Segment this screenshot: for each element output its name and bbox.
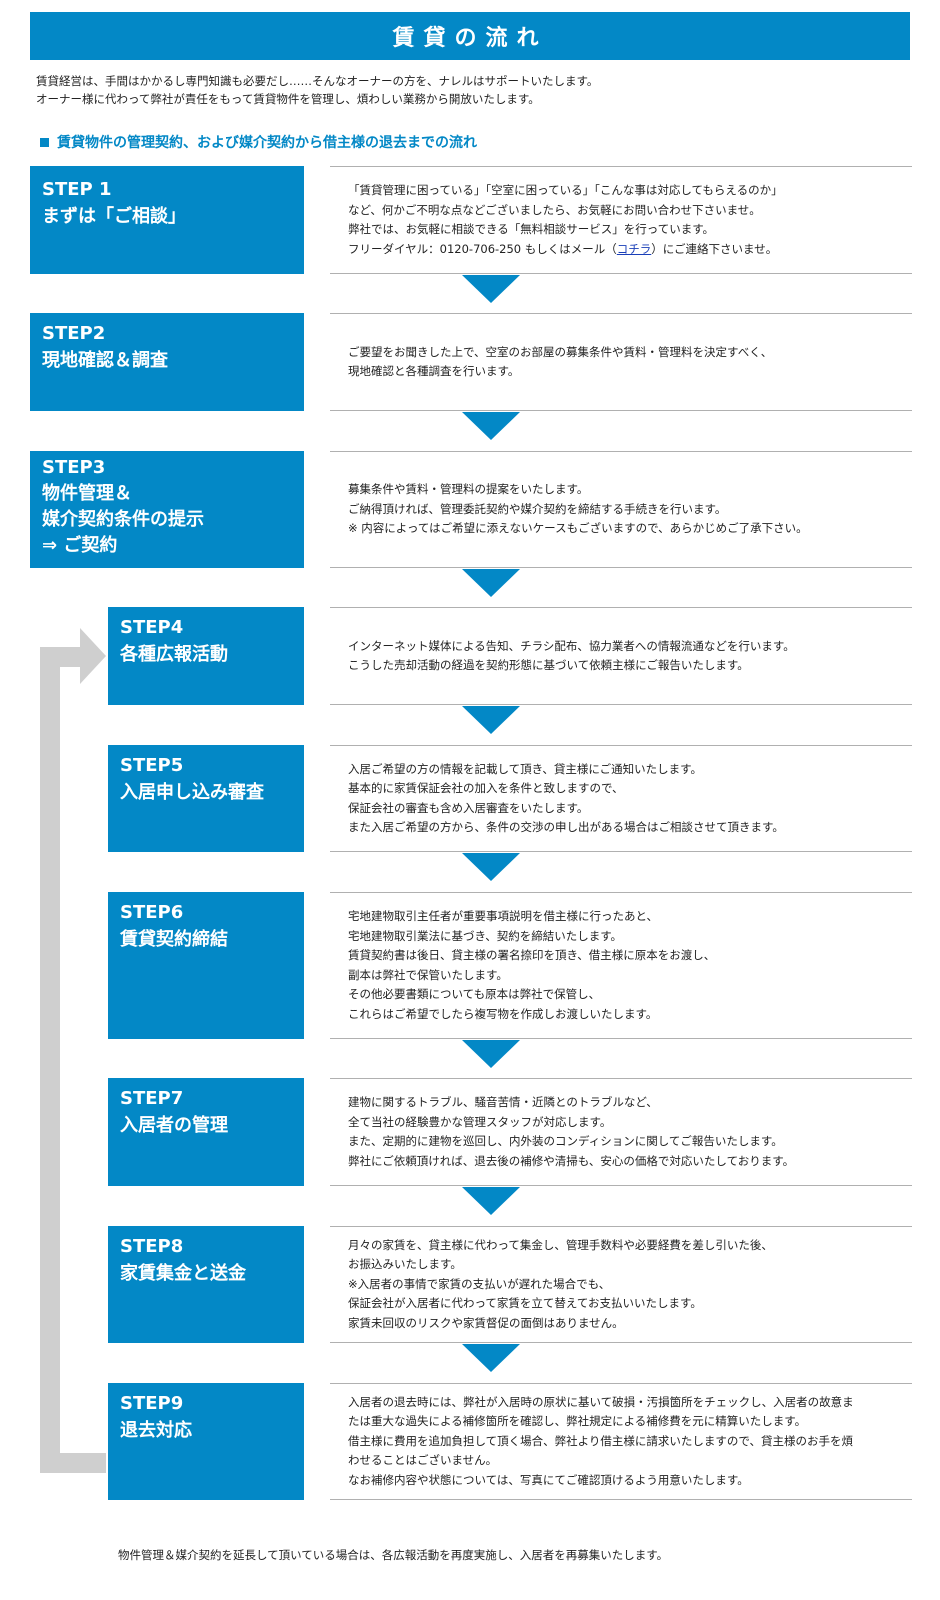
footer-note: 物件管理＆媒介契約を延長して頂いている場合は、各広報活動を再度実施し、入居者を再… [118,1548,669,1562]
desc-line: 「賃貸管理に困っている」「空室に困っている」「こんな事は対応してもらえるのか」 [348,183,783,197]
step-title: 入居申し込み審査 [120,782,264,803]
step-7-description: 建物に関するトラブル、騒音苦情・近隣とのトラブルなど、 全て当社の経験豊かな管理… [330,1078,912,1186]
down-arrow-icon [462,275,520,303]
desc-line: 建物に関するトラブル、騒音苦情・近隣とのトラブルなど、 [348,1095,658,1109]
step-title-line: 物件管理＆ [42,483,132,504]
desc-line: インターネット媒体による告知、チラシ配布、協力業者への情報流通などを行います。 [348,638,795,653]
desc-line: こうした売却活動の経過を契約形態に基づいて依頼主様にご報告いたします。 [348,658,749,672]
step-title-line: ⇒ ご契約 [42,535,118,556]
step-6-description: 宅地建物取引主任者が重要事項説明を借主様に行ったあと、 宅地建物取引業法に基づき… [330,892,912,1039]
step-4-box: STEP4 各種広報活動 [108,607,304,705]
square-bullet-icon [40,137,49,147]
desc-line: 入居ご希望の方の情報を記載して頂き、貸主様にご通知いたします。 [348,761,702,776]
section-heading: 賃貸物件の管理契約、および媒介契約から借主様の退去までの流れ [40,132,477,152]
desc-line: など、何かご不明な点などございましたら、お気軽にお問い合わせ下さいませ。 [348,202,761,217]
intro-line: 賃貸経営は、手間はかかるし専門知識も必要だし……そんなオーナーの方を、ナレルはサ… [36,74,599,88]
down-arrow-icon [462,706,520,734]
desc-line: その他必要書類についても原本は弊社で保管し、 [348,987,601,1001]
down-arrow-icon [462,569,520,597]
loop-arrow-bottom [40,1453,106,1473]
intro-text: 賃貸経営は、手間はかかるし専門知識も必要だし……そんなオーナーの方を、ナレルはサ… [36,72,598,108]
step-title: 家賃集金と送金 [120,1263,246,1284]
step-number: STEP9 [120,1393,184,1414]
desc-line: お振込みいたします。 [348,1257,462,1272]
desc-line: これらはご希望でしたら複写物を作成しお渡しいたします。 [348,1006,658,1021]
step-title: 入居者の管理 [120,1115,228,1136]
down-arrow-icon [462,853,520,881]
section-heading-text: 賃貸物件の管理契約、および媒介契約から借主様の退去までの流れ [57,135,477,151]
step-number: STEP4 [120,617,184,638]
step-9-description: 入居者の退去時には、弊社が入居時の原状に基いて破損・汚損箇所をチェックし、入居者… [330,1383,912,1500]
step-1-description: 「賃貸管理に困っている」「空室に困っている」「こんな事は対応してもらえるのか」 … [330,166,912,274]
desc-line: また、定期的に建物を巡回し、内外装のコンディションに関してご報告いたします。 [348,1134,783,1148]
step-title: まずは「ご相談」 [42,206,186,227]
step-5-box: STEP5 入居申し込み審査 [108,745,304,852]
desc-line: 借主様に費用を追加負担して頂く場合、弊社より借主様に請求いたしますので、貸主様の… [348,1433,853,1448]
step-title-line: 媒介契約条件の提示 [42,509,204,530]
desc-line: ご要望をお聞きした上で、空室のお部屋の募集条件や賃料・管理料を決定すべく、 [348,344,773,359]
desc-line: ※ 内容によってはご希望に添えないケースもございますので、あらかじめご了承下さい… [348,521,808,536]
intro-line: オーナー様に代わって弊社が責任をもって賃貸物件を管理し、煩わしい業務から開放いた… [36,92,540,106]
down-arrow-icon [462,412,520,440]
loop-arrow-vertical [40,647,60,1473]
step-2-description: ご要望をお聞きした上で、空室のお部屋の募集条件や賃料・管理料を決定すべく、 現地… [330,313,912,411]
step-number: STEP2 [42,323,106,344]
step-title: 退去対応 [120,1420,192,1441]
step-number: STEP 1 [42,179,112,200]
desc-line: たは重大な過失による補修箇所を確認し、弊社規定による補修費を元に精算いたします。 [348,1414,807,1429]
desc-line: 募集条件や賃料・管理料の提案をいたします。 [348,482,589,497]
step-number: STEP6 [120,902,184,923]
desc-line: 現地確認と各種調査を行います。 [348,364,520,378]
desc-line: 宅地建物取引主任者が重要事項説明を借主様に行ったあと、 [348,909,659,923]
step-8-description: 月々の家賃を、貸主様に代わって集金し、管理手数料や必要経費を差し引いた後、 お振… [330,1226,912,1343]
desc-line: わせることはございません。 [348,1453,498,1468]
down-arrow-icon [462,1040,520,1068]
desc-line: ご納得頂ければ、管理委託契約や媒介契約を締結する手続きを行います。 [348,501,727,516]
loop-arrow-top [40,647,90,667]
step-6-box: STEP6 賃貸契約締結 [108,892,304,1039]
step-5-description: 入居ご希望の方の情報を記載して頂き、貸主様にご通知いたします。 基本的に家賃保証… [330,745,912,852]
step-number: STEP5 [120,755,184,776]
desc-line: なお補修内容や状態については、写真にてご確認頂けるよう用意いたします。 [348,1472,749,1487]
desc-line: ※入居者の事情で家賃の支払いが遅れた場合でも、 [348,1276,611,1291]
step-1-box: STEP 1 まずは「ご相談」 [30,166,304,274]
desc-line: 賃貸契約書は後日、貸主様の署名捺印を頂き、借主様に原本をお渡し、 [348,948,716,962]
desc-line: 全て当社の経験豊かな管理スタッフが対応します。 [348,1114,612,1129]
step-title: 賃貸契約締結 [120,929,228,950]
desc-line: 宅地建物取引業法に基づき、契約を締結いたします。 [348,928,623,943]
down-arrow-icon [462,1344,520,1372]
desc-line: 保証会社が入居者に代わって家賃を立て替えてお支払いいたします。 [348,1296,702,1311]
contact-prefix: フリーダイヤル：0120-706-250 もしくはメール（ [348,241,617,256]
contact-line: フリーダイヤル：0120-706-250 もしくはメール（コチラ）にご連絡下さい… [348,240,783,260]
step-number: STEP7 [120,1088,184,1109]
step-number: STEP3 [42,457,106,478]
desc-line: 弊社では、お気軽に相談できる「無料相談サービス」を行っています。 [348,222,715,236]
step-title: 各種広報活動 [120,644,228,665]
contact-suffix: ）にご連絡下さいませ。 [651,241,778,256]
step-3-description: 募集条件や賃料・管理料の提案をいたします。 ご納得頂ければ、管理委託契約や媒介契… [330,451,912,568]
step-9-box: STEP9 退去対応 [108,1383,304,1500]
step-7-box: STEP7 入居者の管理 [108,1078,304,1186]
desc-line: 家賃未回収のリスクや家賃督促の面倒はありません。 [348,1315,624,1330]
step-title: 現地確認＆調査 [42,350,168,371]
page-title: 賃貸の流れ [30,12,910,60]
step-number: STEP8 [120,1236,184,1257]
step-2-box: STEP2 現地確認＆調査 [30,313,304,411]
desc-line: 保証会社の審査も含め入居審査をいたします。 [348,800,589,815]
step-3-box: STEP3 物件管理＆ 媒介契約条件の提示 ⇒ ご契約 [30,451,304,568]
desc-line: 月々の家賃を、貸主様に代わって集金し、管理手数料や必要経費を差し引いた後、 [348,1237,773,1252]
desc-line: 弊社にご依頼頂ければ、退去後の補修や清掃も、安心の価格で対応いたしております。 [348,1153,795,1168]
desc-line: 入居者の退去時には、弊社が入居時の原状に基いて破損・汚損箇所をチェックし、入居者… [348,1394,854,1409]
desc-line: 基本的に家賃保証会社の加入を条件と致しますので、 [348,781,624,795]
contact-mail-link[interactable]: コチラ [616,241,652,256]
down-arrow-icon [462,1187,520,1215]
step-8-box: STEP8 家賃集金と送金 [108,1226,304,1343]
desc-line: また入居ご希望の方から、条件の交渉の申し出がある場合はご相談させて頂きます。 [348,820,784,834]
loop-arrow-head-icon [80,628,106,684]
step-4-description: インターネット媒体による告知、チラシ配布、協力業者への情報流通などを行います。 … [330,607,912,705]
desc-line: 副本は弊社で保管いたします。 [348,967,508,982]
